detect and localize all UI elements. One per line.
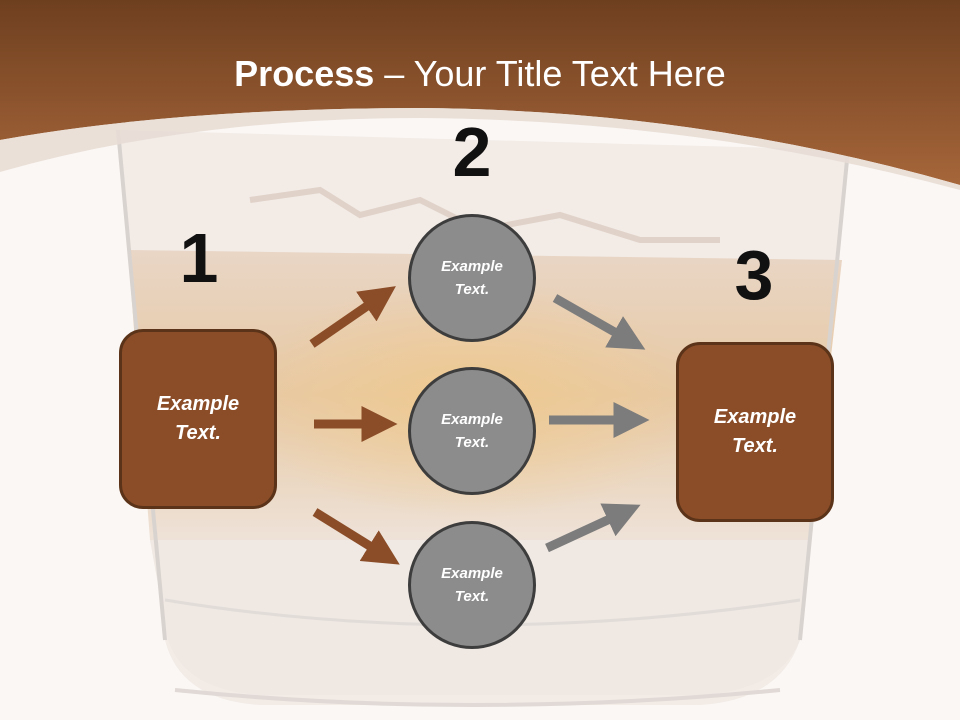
circle-top-text: Example Text. (441, 258, 503, 298)
step-3-text: Example Text. (713, 406, 797, 457)
step-number-2: 2 (452, 113, 492, 191)
step-3-box: Example Text. (676, 342, 834, 522)
step-number-3: 3 (734, 236, 774, 314)
step-number-1: 1 (179, 219, 219, 297)
step-1-text: Example Text. (156, 393, 240, 444)
circle-bottom: Example Text. (408, 521, 536, 649)
circle-middle-text: Example Text. (441, 411, 503, 451)
title-bold: Process (234, 53, 375, 94)
step-1-box: Example Text. (119, 329, 277, 509)
page-title: Process – Your Title Text Here (0, 52, 960, 96)
circle-top: Example Text. (408, 214, 536, 342)
circle-middle: Example Text. (408, 367, 536, 495)
title-rest: – Your Title Text Here (374, 53, 726, 94)
circle-bottom-text: Example Text. (441, 565, 503, 605)
header-band (0, 0, 960, 185)
